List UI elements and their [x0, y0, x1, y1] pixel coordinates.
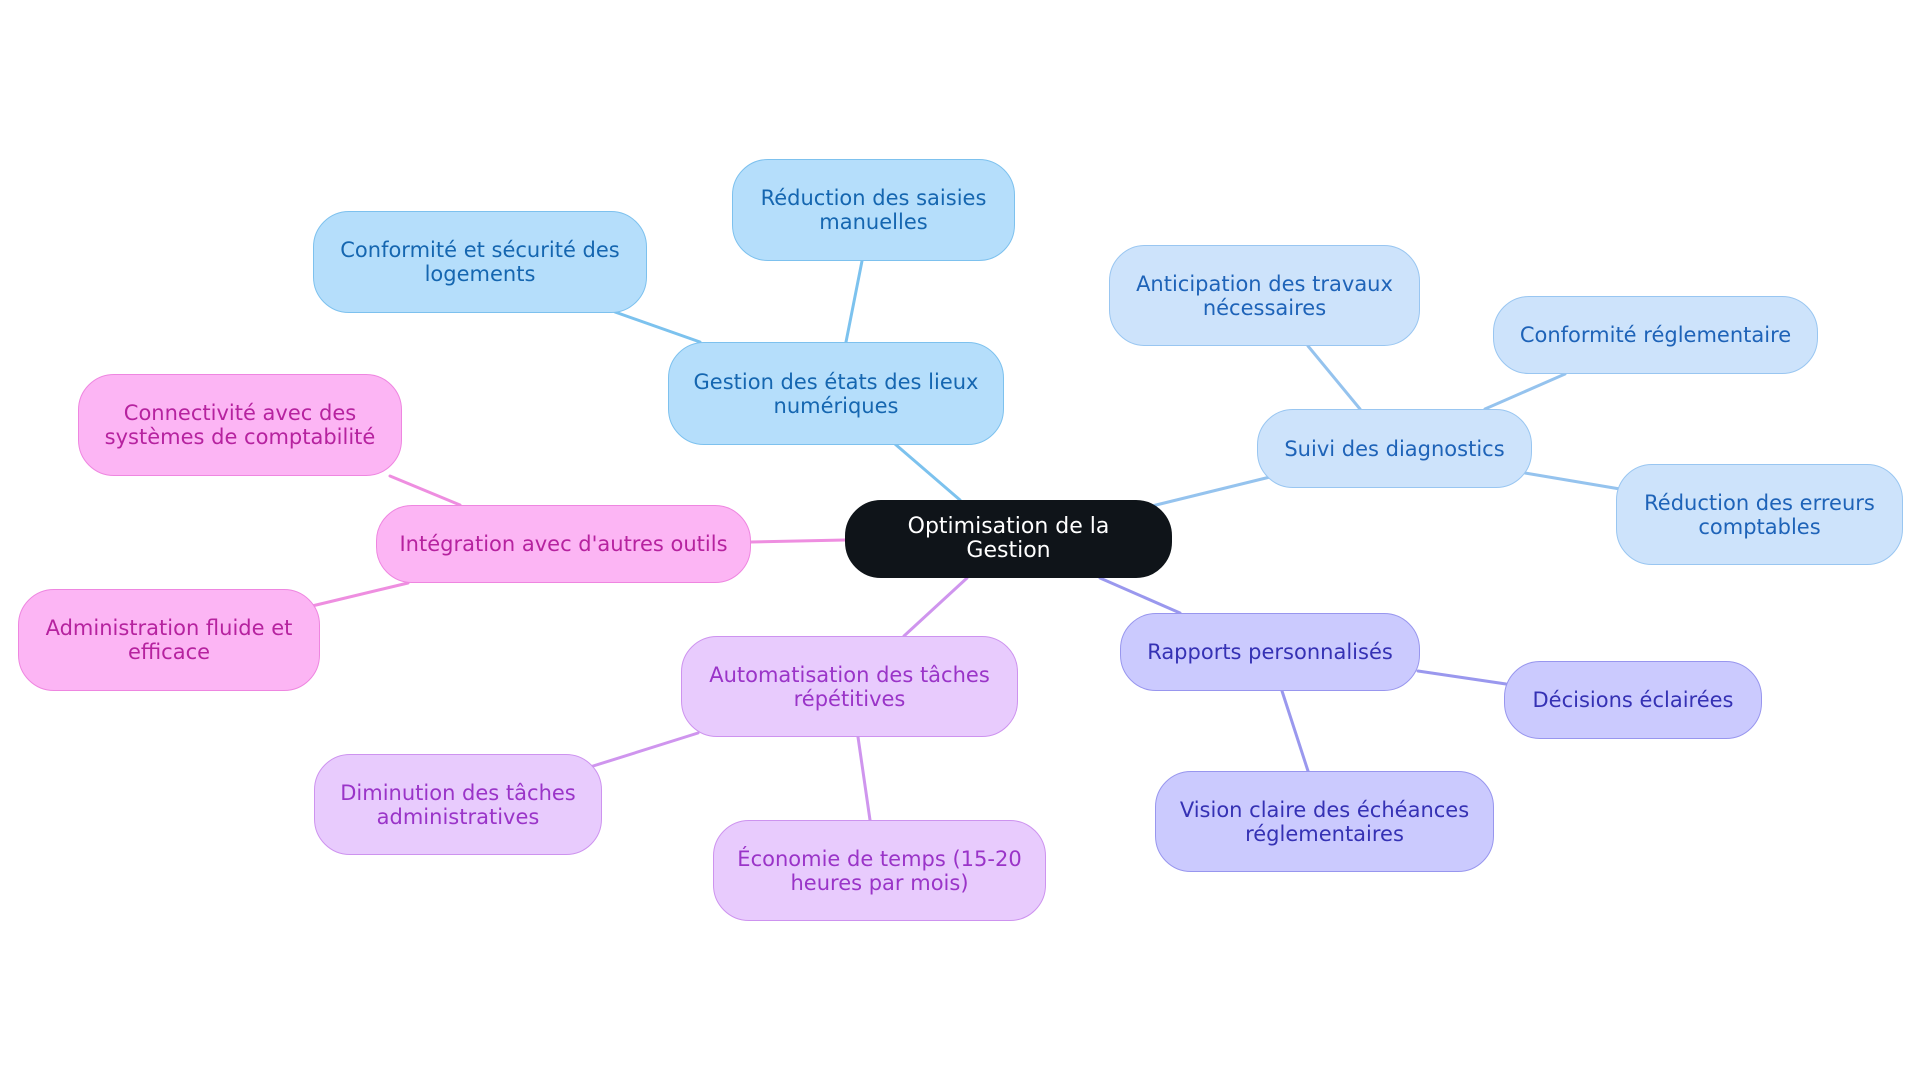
root-node[interactable]: Optimisation de la Gestion: [845, 500, 1172, 578]
root-label: Optimisation de la Gestion: [907, 514, 1110, 563]
leaf-label: Économie de temps (15-20 heures par mois…: [737, 846, 1022, 895]
connector-suivi-to-suivi-2: [1523, 471, 1622, 491]
connector-rapports-to-rapports-1: [1280, 689, 1310, 773]
branch-label: Suivi des diagnostics: [1284, 436, 1505, 461]
leaf-label: Diminution des tâches administratives: [340, 780, 576, 829]
leaf-node-diminution-taches[interactable]: Diminution des tâches administratives: [314, 754, 602, 855]
branch-node-gestion[interactable]: Gestion des états des lieux numériques: [668, 342, 1004, 445]
connector-gestion-to-gestion-1: [844, 259, 864, 344]
connector-root-to-gestion: [893, 442, 962, 502]
branch-label: Gestion des états des lieux numériques: [693, 369, 979, 418]
leaf-node-reduction-erreurs[interactable]: Réduction des erreurs comptables: [1616, 464, 1903, 565]
branch-node-automatisation[interactable]: Automatisation des tâches répétitives: [681, 636, 1018, 737]
branch-node-suivi[interactable]: Suivi des diagnostics: [1257, 409, 1532, 488]
leaf-label: Conformité et sécurité des logements: [340, 238, 620, 286]
leaf-label: Anticipation des travaux nécessaires: [1136, 271, 1393, 320]
connector-suivi-to-suivi-0: [1306, 344, 1362, 411]
connector-rapports-to-rapports-0: [1416, 669, 1508, 686]
leaf-node-reduction-saisies[interactable]: Réduction des saisies manuelles: [732, 159, 1015, 261]
leaf-label: Conformité réglementaire: [1519, 323, 1792, 347]
branch-label: Automatisation des tâches répétitives: [709, 662, 990, 711]
leaf-label: Décisions éclairées: [1532, 688, 1734, 712]
branch-node-integration[interactable]: Intégration avec d'autres outils: [376, 505, 751, 583]
connector-integ-to-integ-1: [310, 581, 410, 608]
connector-integ-to-integ-0: [388, 474, 462, 507]
leaf-label: Connectivité avec des systèmes de compta…: [104, 401, 376, 449]
leaf-label: Réduction des saisies manuelles: [760, 186, 987, 234]
leaf-node-decisions-eclairees[interactable]: Décisions éclairées: [1504, 661, 1762, 739]
connector-root-to-auto: [902, 576, 969, 638]
branch-label: Intégration avec d'autres outils: [399, 532, 728, 556]
leaf-node-vision-echeances[interactable]: Vision claire des échéances réglementair…: [1155, 771, 1494, 872]
connector-suivi-to-suivi-1: [1483, 372, 1567, 411]
connector-root-to-rapports: [1098, 576, 1182, 615]
branch-node-rapports[interactable]: Rapports personnalisés: [1120, 613, 1420, 691]
connector-root-to-suivi: [1150, 475, 1272, 508]
connector-root-to-integ: [749, 538, 847, 544]
leaf-node-economie-temps[interactable]: Économie de temps (15-20 heures par mois…: [713, 820, 1046, 921]
connector-gestion-to-gestion-0: [613, 310, 702, 344]
connector-auto-to-auto-0: [588, 731, 700, 769]
connector-auto-to-auto-1: [856, 735, 872, 822]
leaf-label: Administration fluide et efficace: [45, 616, 293, 664]
leaf-node-administration-fluide[interactable]: Administration fluide et efficace: [18, 589, 320, 691]
branch-label: Rapports personnalisés: [1147, 640, 1393, 664]
leaf-node-anticipation-travaux[interactable]: Anticipation des travaux nécessaires: [1109, 245, 1420, 346]
leaf-node-conformite-reglementaire[interactable]: Conformité réglementaire: [1493, 296, 1818, 374]
leaf-label: Réduction des erreurs comptables: [1644, 490, 1875, 539]
leaf-label: Vision claire des échéances réglementair…: [1179, 797, 1470, 846]
leaf-node-connectivite-comptabilite[interactable]: Connectivité avec des systèmes de compta…: [78, 374, 402, 476]
leaf-node-conformite-securite[interactable]: Conformité et sécurité des logements: [313, 211, 647, 313]
